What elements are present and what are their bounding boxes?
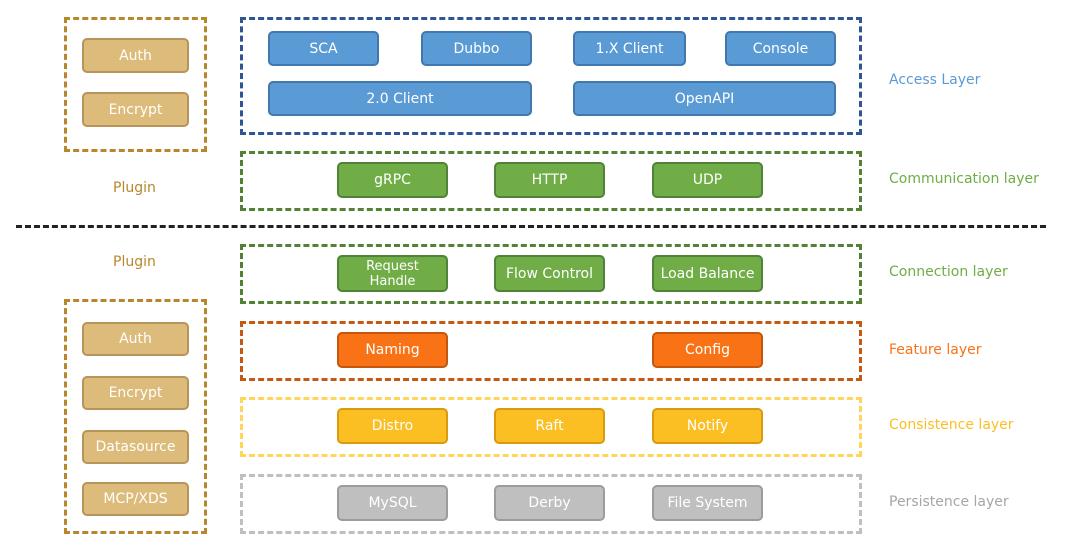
communication-udp: UDP xyxy=(652,162,763,198)
persistence-mysql: MySQL xyxy=(337,485,448,521)
persistence-layer-box xyxy=(240,474,862,534)
plugin-auth-top: Auth xyxy=(82,38,189,73)
feature-layer-label: Feature layer xyxy=(889,342,982,358)
plugin-datasource: Datasource xyxy=(82,430,189,464)
access-layer-label: Access Layer xyxy=(889,72,981,88)
plugin-encrypt-bottom: Encrypt xyxy=(82,376,189,410)
plugin-group-bottom xyxy=(64,299,207,534)
plugin-auth-bottom: Auth xyxy=(82,322,189,356)
feature-config: Config xyxy=(652,332,763,368)
plugin-mcp-xds: MCP/XDS xyxy=(82,482,189,516)
consistence-layer-label: Consistence layer xyxy=(889,417,1014,433)
connection-load-balance: Load Balance xyxy=(652,255,763,292)
consistence-raft: Raft xyxy=(494,408,605,444)
connection-layer-box xyxy=(240,244,862,304)
feature-layer-box xyxy=(240,321,862,381)
communication-layer-box xyxy=(240,151,862,211)
plugin-encrypt-top: Encrypt xyxy=(82,92,189,127)
plugin-label-bottom: Plugin xyxy=(113,254,156,270)
consistence-notify: Notify xyxy=(652,408,763,444)
access-2-0-client: 2.0 Client xyxy=(268,81,532,116)
consistence-distro: Distro xyxy=(337,408,448,444)
plugin-group-top xyxy=(64,17,207,152)
access-dubbo: Dubbo xyxy=(421,31,532,66)
communication-grpc: gRPC xyxy=(337,162,448,198)
access-1x-client: 1.X Client xyxy=(573,31,686,66)
access-openapi: OpenAPI xyxy=(573,81,836,116)
communication-http: HTTP xyxy=(494,162,605,198)
access-console: Console xyxy=(725,31,836,66)
access-layer-box xyxy=(240,17,862,135)
consistence-layer-box xyxy=(240,397,862,457)
divider-line xyxy=(16,225,1046,228)
persistence-layer-label: Persistence layer xyxy=(889,494,1009,510)
persistence-derby: Derby xyxy=(494,485,605,521)
connection-flow-control: Flow Control xyxy=(494,255,605,292)
access-sca: SCA xyxy=(268,31,379,66)
communication-layer-label: Communication layer xyxy=(889,171,1039,187)
feature-naming: Naming xyxy=(337,332,448,368)
plugin-label-top: Plugin xyxy=(113,180,156,196)
persistence-file-system: File System xyxy=(652,485,763,521)
connection-layer-label: Connection layer xyxy=(889,264,1008,280)
connection-request-handle: Request Handle xyxy=(337,255,448,292)
